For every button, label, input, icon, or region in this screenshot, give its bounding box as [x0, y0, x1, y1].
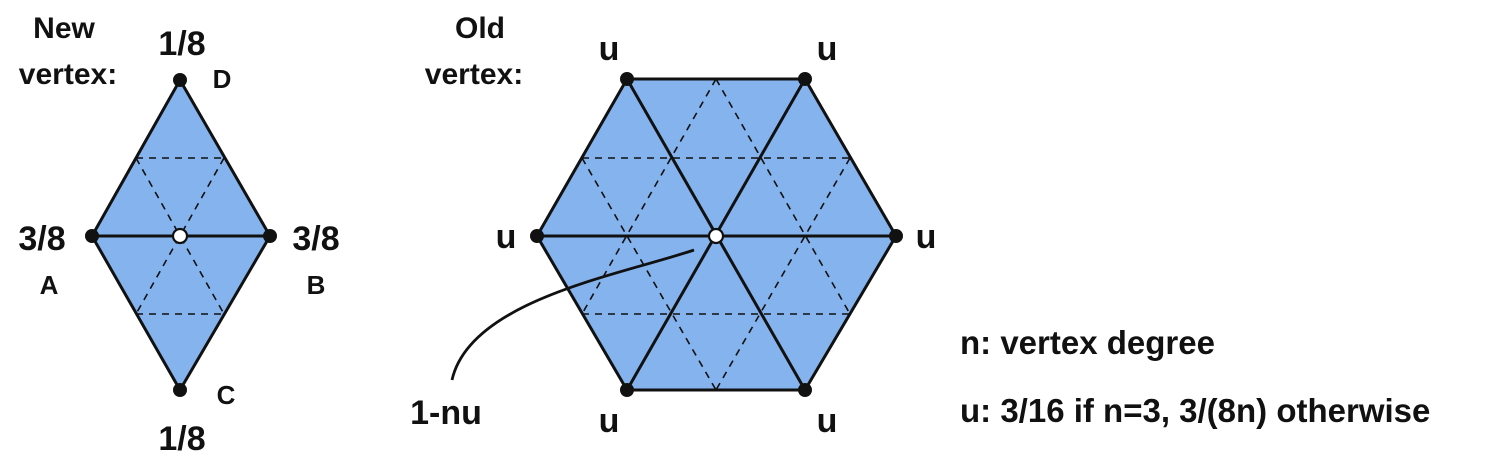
- hex-vertex-bottom-right: [798, 383, 812, 397]
- label-c: C: [217, 380, 236, 410]
- weight-bottom: 1/8: [158, 420, 205, 458]
- hex-vertex-top-left: [620, 72, 634, 86]
- legend: n: vertex degree u: 3/16 if n=3, 3/(8n) …: [960, 324, 1430, 429]
- old-vertex-center-dot: [707, 227, 725, 245]
- label-b: B: [307, 270, 326, 300]
- weight-u-right: u: [916, 218, 937, 256]
- weight-right: 3/8: [292, 220, 339, 258]
- new-vertex-group: New vertex: 1/8 1/8 3/8 3/8 D A B C: [18, 12, 339, 458]
- hex-vertex-left: [530, 229, 544, 243]
- weight-center: 1-nu: [410, 394, 482, 432]
- weight-u-left: u: [496, 218, 517, 256]
- vertex-c-dot: [173, 383, 187, 397]
- legend-line1: n: vertex degree: [960, 324, 1215, 361]
- hex-vertex-right: [889, 229, 903, 243]
- diamond-dashed-lines: [135, 157, 225, 315]
- weight-u-top-left: u: [599, 30, 620, 68]
- vertex-b-dot: [263, 229, 277, 243]
- old-vertex-caption-line1: Old: [455, 12, 505, 45]
- vertex-d-dot: [173, 73, 187, 87]
- new-vertex-caption-line2: vertex:: [19, 58, 117, 91]
- label-d: D: [213, 64, 232, 94]
- center-weight-leader: [450, 248, 695, 381]
- legend-line2: u: 3/16 if n=3, 3/(8n) otherwise: [960, 392, 1430, 429]
- weight-u-top-right: u: [817, 30, 838, 68]
- vertex-a-dot: [85, 229, 99, 243]
- weight-top: 1/8: [158, 25, 205, 63]
- label-a: A: [40, 270, 59, 300]
- old-vertex-group: Old vertex:: [410, 12, 936, 440]
- weight-u-bottom-left: u: [599, 402, 620, 440]
- old-vertex-caption-line2: vertex:: [425, 58, 523, 91]
- new-vertex-caption-line1: New: [33, 12, 95, 45]
- hexagon-dashed-lines: [581, 78, 851, 391]
- weight-left: 3/8: [18, 220, 65, 258]
- new-vertex-center-dot: [171, 227, 189, 245]
- weight-u-bottom-right: u: [817, 402, 838, 440]
- hex-vertex-bottom-left: [620, 383, 634, 397]
- hex-vertex-top-right: [798, 72, 812, 86]
